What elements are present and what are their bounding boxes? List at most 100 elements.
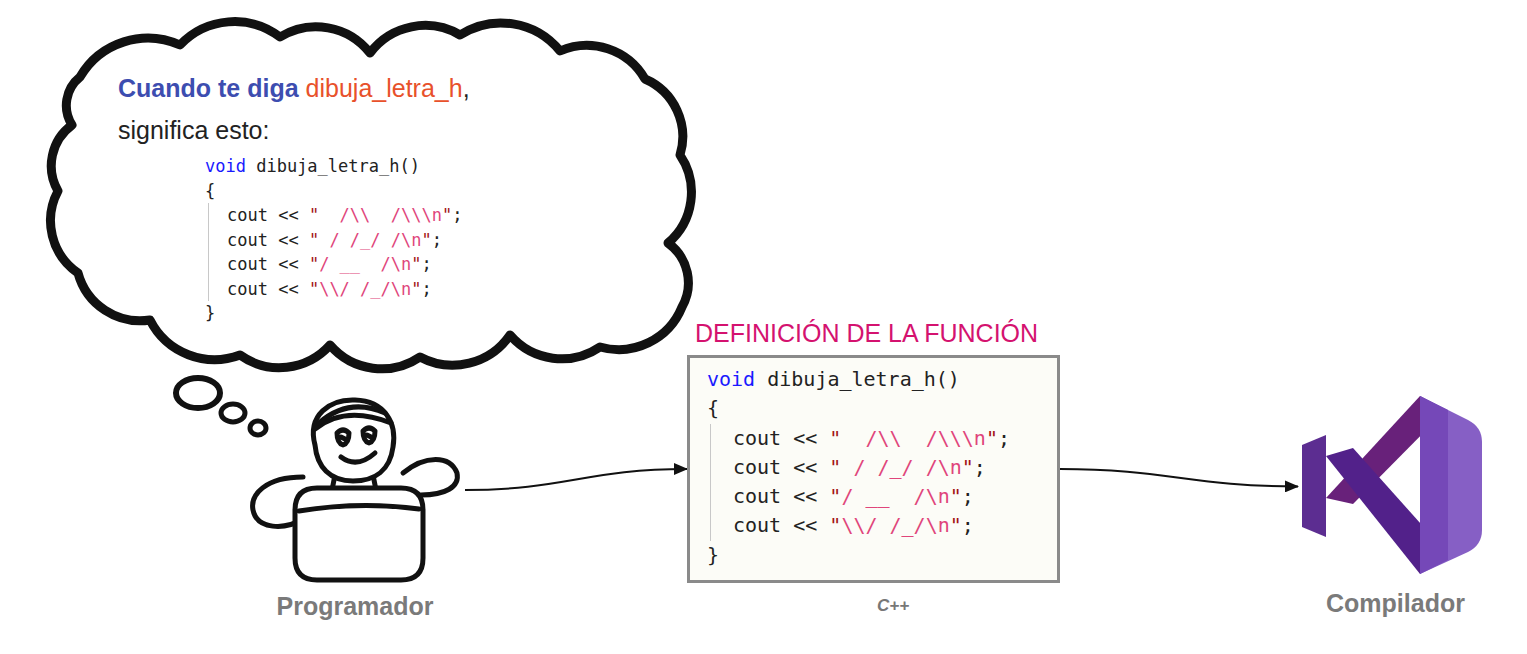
code-quote: " — [442, 205, 452, 225]
code-string: / __ /\n — [841, 484, 949, 508]
code-quote: " — [829, 484, 841, 508]
code-quote: " — [962, 455, 974, 479]
code-quote: " — [309, 254, 319, 274]
code-line: cout << " /\\ /\\\n"; — [733, 424, 1010, 453]
thought-cloud — [40, 15, 690, 365]
thought-bubble — [221, 404, 245, 422]
figure-label: Compilador — [1326, 589, 1465, 617]
code-token: ; — [422, 279, 432, 299]
figure-label-box: Programador — [245, 592, 465, 621]
code-quote: " — [411, 279, 421, 299]
code-line: } — [707, 541, 1010, 570]
code-quote: " — [986, 426, 998, 450]
code-token: ; — [998, 426, 1010, 450]
code-keyword: void — [205, 156, 246, 176]
code-quote: " — [309, 279, 319, 299]
code-quote: " — [309, 230, 319, 250]
code-line: cout << "\\/ /_/\n"; — [227, 277, 462, 302]
head — [313, 400, 393, 481]
connector-arrow — [1060, 469, 1298, 486]
code-keyword: void — [707, 367, 755, 391]
compiler-node: Compilador — [1298, 390, 1493, 625]
code-token: } — [707, 543, 719, 567]
code-block: void dibuja_letra_h() { cout << " /\\ /\\\… — [205, 154, 462, 326]
code-quote: " — [950, 513, 962, 537]
code-quote: " — [829, 426, 841, 450]
code-token: cout << — [733, 484, 829, 508]
logo-bar — [1420, 396, 1482, 574]
code-line: cout << " /\\ /\\\n"; — [227, 203, 462, 228]
thought-cloud-node: Cuando te digadibuja_letra_h, significa e… — [40, 15, 690, 365]
thought-bubble — [250, 421, 266, 435]
code-line: cout << " / /_/ /\n"; — [227, 228, 462, 253]
code-token: cout << — [733, 513, 829, 537]
smile — [341, 453, 375, 462]
logo-left-bar — [1302, 435, 1326, 537]
code-quote: " — [950, 484, 962, 508]
code-line: cout << "/ __ /\n"; — [733, 482, 1010, 511]
cloud-heading: Cuando te diga — [118, 74, 299, 102]
code-line: void dibuja_letra_h() — [707, 365, 1010, 394]
code-token: cout << — [227, 205, 309, 225]
code-string: / /_/ /\n — [841, 455, 961, 479]
code-token: } — [205, 303, 215, 323]
figure-label: Programador — [277, 592, 434, 620]
laptop-edge — [299, 505, 419, 511]
cloud-subline: significa esto: — [118, 115, 269, 145]
code-string: \\/ /_/\n — [841, 513, 949, 537]
punctuation: , — [463, 74, 470, 102]
section-heading-box: DEFINICIÓN DE LA FUNCIÓN — [695, 318, 1038, 348]
code-token: ; — [962, 484, 974, 508]
code-block: void dibuja_letra_h(){ cout << " /\\ /\\\… — [707, 365, 1010, 570]
code-string: / __ /\n — [319, 254, 411, 274]
eye-right — [363, 428, 375, 443]
connector-arrow — [465, 469, 687, 490]
cloud-outline — [51, 22, 692, 369]
eye-left — [337, 430, 349, 445]
label-box: C++ — [877, 596, 909, 616]
code-token: cout << — [733, 426, 829, 450]
code-line: } — [205, 301, 462, 326]
code-string: \\/ /_/\n — [319, 279, 411, 299]
code-token: ; — [432, 230, 442, 250]
code-indent-block: cout << " /\\ /\\\n";cout << " / /_/ /\n… — [208, 203, 462, 301]
code-string: /\\ /\\\n — [319, 205, 442, 225]
programmer-node: Programador — [245, 395, 465, 627]
code-line: { — [205, 179, 462, 204]
hair — [319, 407, 385, 423]
function-definition-box: DEFINICIÓN DE LA FUNCIÓN void dibuja_letr… — [687, 318, 1060, 583]
code-line: cout << "\\/ /_/\n"; — [733, 511, 1010, 540]
code-indent-block: cout << " /\\ /\\\n";cout << " / /_/ /\n… — [710, 424, 1010, 541]
code-string: / /_/ /\n — [319, 230, 421, 250]
code-quote: " — [829, 513, 841, 537]
code-token: ; — [974, 455, 986, 479]
cloud-heading-line: Cuando te digadibuja_letra_h, — [118, 73, 470, 103]
logo-bar-shade — [1420, 396, 1448, 574]
code-token: ; — [422, 254, 432, 274]
code-token: dibuja_letra_h() — [246, 156, 420, 176]
laptop — [295, 488, 423, 580]
code-quote: " — [422, 230, 432, 250]
code-line: { — [707, 394, 1010, 423]
code-token: ; — [452, 205, 462, 225]
code-token: cout << — [733, 455, 829, 479]
code-token: cout << — [227, 230, 309, 250]
figure-label-box: Compilador — [1298, 589, 1493, 618]
language-label: C++ — [877, 596, 909, 615]
code-token: cout << — [227, 254, 309, 274]
code-quote: " — [829, 455, 841, 479]
code-token: { — [205, 181, 215, 201]
code-frame: void dibuja_letra_h(){ cout << " /\\ /\\\… — [687, 355, 1060, 583]
code-line: cout << "/ __ /\n"; — [227, 252, 462, 277]
code-token: { — [707, 396, 719, 420]
section-heading: DEFINICIÓN DE LA FUNCIÓN — [695, 319, 1038, 347]
code-token: cout << — [227, 279, 309, 299]
code-string: /\\ /\\\n — [841, 426, 986, 450]
code-line: cout << " / /_/ /\n"; — [733, 453, 1010, 482]
thought-bubble — [176, 378, 220, 408]
code-token: ; — [962, 513, 974, 537]
cloud-text: significa esto: — [118, 116, 269, 144]
function-name: dibuja_letra_h — [306, 74, 463, 102]
